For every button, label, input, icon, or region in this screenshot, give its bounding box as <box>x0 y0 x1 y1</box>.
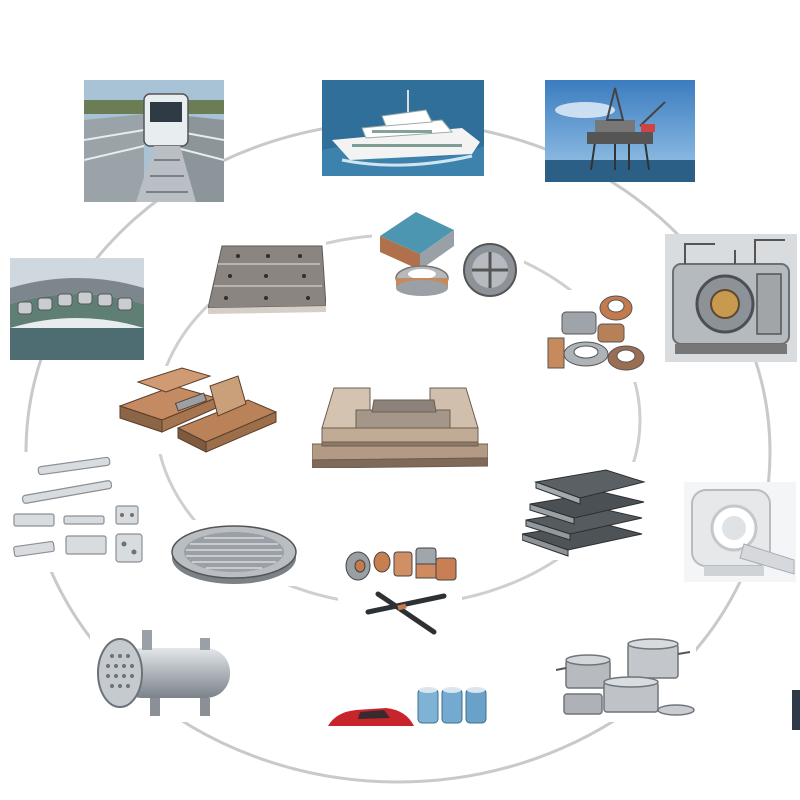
heat-exchanger-icon <box>90 620 240 722</box>
train-icon <box>84 80 224 202</box>
heat-exchanger-photo <box>90 620 240 722</box>
battery-cells-photo <box>414 683 490 725</box>
metal-strip-parts-photo <box>8 452 150 572</box>
plate-icon <box>208 242 326 314</box>
clad-blocks-and-rings-photo <box>372 208 524 302</box>
machine-icon <box>665 234 797 362</box>
tube-sheet-disc-photo <box>170 520 298 586</box>
stacked-clad-plates-center-photo <box>312 384 488 468</box>
bar-icon <box>118 366 278 454</box>
ship-icon <box>322 80 484 176</box>
bimetal-rings-and-tubes-photo <box>540 290 650 382</box>
oil-rig-icon <box>545 80 695 182</box>
edge-fragment <box>792 690 800 730</box>
ring-icon <box>540 290 650 382</box>
maglev-track-ring-photo <box>10 258 144 360</box>
pot-icon <box>556 630 696 722</box>
vacuum-chamber-machine-photo <box>665 234 797 362</box>
car-icon <box>326 704 416 726</box>
cookware-set-photo <box>556 630 696 722</box>
red-car-photo <box>326 704 416 726</box>
battery-icon <box>414 683 490 725</box>
stacked-clad-plates-dark-photo <box>522 462 646 560</box>
block-icon <box>372 208 524 302</box>
perforated-plate-photo <box>208 242 326 314</box>
copper-clad-bars-photo <box>118 366 278 454</box>
fitting-icon <box>338 536 462 640</box>
stack-icon <box>522 462 646 560</box>
copper-bimetal-fittings-photo <box>338 536 462 640</box>
mri-scanner-photo <box>684 482 796 582</box>
stack-icon <box>312 384 488 468</box>
cruise-ship-photo <box>322 80 484 176</box>
disc-icon <box>170 520 298 586</box>
mri-icon <box>684 482 796 582</box>
monorail-train-photo <box>84 80 224 202</box>
fragment-icon <box>792 690 800 730</box>
offshore-oil-platform-photo <box>545 80 695 182</box>
rail-icon <box>10 258 144 360</box>
bracket-icon <box>8 452 150 572</box>
